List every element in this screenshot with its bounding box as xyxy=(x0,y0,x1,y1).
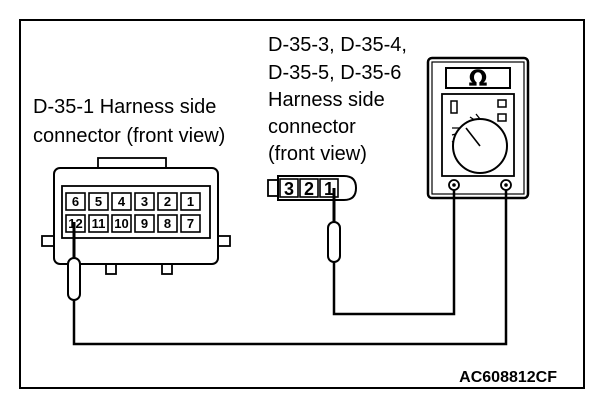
right-connector-label-line3: Harness side xyxy=(268,89,385,111)
left-probe xyxy=(67,222,81,301)
pin-cell xyxy=(65,192,86,211)
right-connector-label-line1: D-35-3, D-35-4, xyxy=(268,34,407,56)
ohm-symbol: Ω xyxy=(469,67,488,92)
pin-number: 1 xyxy=(187,194,194,209)
right-connector-label-line4: connector xyxy=(268,116,356,138)
pin-number: 3 xyxy=(141,194,148,209)
pin-number: 6 xyxy=(72,194,79,209)
pin-number: 1 xyxy=(324,179,334,199)
pin-cell xyxy=(88,192,109,211)
pin-number: 4 xyxy=(118,194,126,209)
pin-cell xyxy=(88,214,109,233)
pin-number: 3 xyxy=(284,179,294,199)
pin-number: 8 xyxy=(164,216,171,231)
pin-number: 2 xyxy=(304,179,314,199)
pin-cell xyxy=(157,192,178,211)
test-leads xyxy=(72,190,508,346)
pin-number: 9 xyxy=(141,216,148,231)
pin-cell xyxy=(134,214,155,233)
figure-code: AC608812CF xyxy=(459,369,557,386)
pin-number: 10 xyxy=(114,216,128,231)
pin-cell xyxy=(111,214,132,233)
right-connector-label-line2: D-35-5, D-35-6 xyxy=(268,62,401,84)
pin-cell xyxy=(180,192,201,211)
pin-number: 7 xyxy=(187,216,194,231)
pin-number: 2 xyxy=(164,194,171,209)
pin-cell xyxy=(180,214,201,233)
pin-cell xyxy=(111,192,132,211)
right-connector-label-line5: (front view) xyxy=(268,143,367,165)
left-connector-label-line2: connector (front view) xyxy=(33,125,225,147)
pin-cell xyxy=(299,178,319,198)
left-connector-pins: 654321121110987 xyxy=(65,192,201,233)
figure-frame xyxy=(19,19,585,389)
right-probe xyxy=(327,188,341,263)
pin-cell xyxy=(157,214,178,233)
left-connector-label-line1: D-35-1 Harness side xyxy=(33,96,216,118)
pin-number: 5 xyxy=(95,194,102,209)
pin-number: 11 xyxy=(92,216,106,231)
ohmmeter-icon xyxy=(426,56,530,200)
pin-cell xyxy=(134,192,155,211)
pin-cell xyxy=(279,178,299,198)
